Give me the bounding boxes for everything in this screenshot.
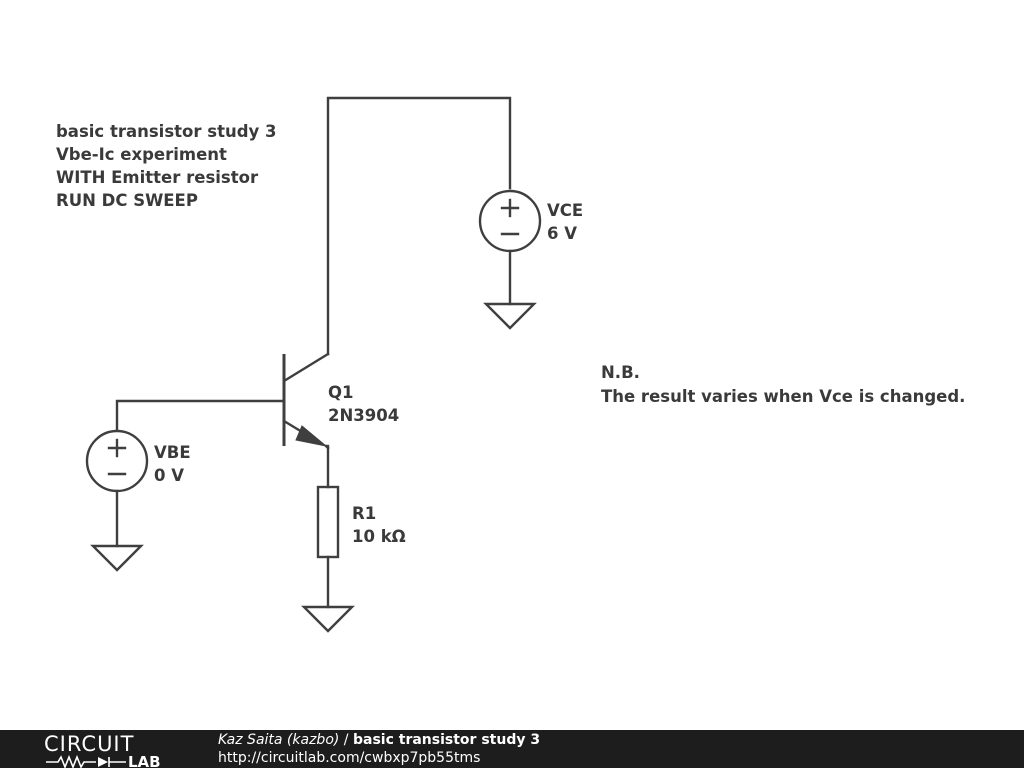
- footer-bar: CIRCUIT LAB Kaz Saita (kazbo) / basic tr…: [0, 730, 1024, 768]
- footer-separator: /: [339, 732, 353, 748]
- q1-collector-lead: [282, 352, 330, 383]
- vbe-value-label: 0 V: [154, 466, 184, 485]
- circuit-schematic: basic transistor study 3 Vbe-Ic experime…: [56, 96, 965, 633]
- vce-name-label: VCE: [547, 201, 583, 220]
- circuitlab-logo[interactable]: CIRCUIT LAB: [44, 732, 176, 768]
- title-line-1: basic transistor study 3: [56, 122, 277, 141]
- footer-credit: Kaz Saita (kazbo) / basic transistor stu…: [218, 732, 540, 749]
- q1-name-label: Q1: [328, 383, 354, 402]
- author-link[interactable]: Kaz Saita (kazbo): [218, 732, 340, 748]
- ground-icon-vce: [483, 302, 537, 330]
- collector-wire[interactable]: [326, 96, 512, 356]
- resistor-zigzag-icon: [46, 754, 96, 768]
- r1-resistor[interactable]: [316, 485, 340, 559]
- vce-source[interactable]: [478, 189, 542, 253]
- nb-text: The result varies when Vce is changed.: [601, 387, 965, 406]
- title-line-2: Vbe-Ic experiment: [56, 145, 227, 164]
- r1-name-label: R1: [352, 504, 376, 523]
- logo-top-text: CIRCUIT: [44, 732, 134, 756]
- emitter-arrow-icon: [295, 425, 327, 447]
- circuit-title-link[interactable]: basic transistor study 3: [352, 732, 541, 748]
- base-wire[interactable]: [115, 399, 286, 431]
- title-notes: basic transistor study 3 Vbe-Ic experime…: [56, 122, 277, 210]
- circuit-url-link[interactable]: http://circuitlab.com/cwbxp7pb55tms: [218, 750, 481, 766]
- diode-icon: [98, 757, 108, 767]
- vbe-name-label: VBE: [154, 443, 191, 462]
- nb-note: N.B. The result varies when Vce is chang…: [601, 363, 965, 406]
- q1-model-label: 2N3904: [328, 406, 399, 425]
- vbe-source[interactable]: [85, 429, 149, 493]
- r1-value-label: 10 kΩ: [352, 527, 406, 546]
- q1-transistor[interactable]: [282, 352, 330, 450]
- ground-icon-vbe: [90, 544, 144, 572]
- ground-icon-r1: [301, 605, 355, 633]
- vce-value-label: 6 V: [547, 224, 577, 243]
- title-line-4: RUN DC SWEEP: [56, 191, 198, 210]
- title-line-3: WITH Emitter resistor: [56, 168, 259, 187]
- logo-bottom-text: LAB: [128, 753, 161, 768]
- nb-heading: N.B.: [601, 363, 640, 382]
